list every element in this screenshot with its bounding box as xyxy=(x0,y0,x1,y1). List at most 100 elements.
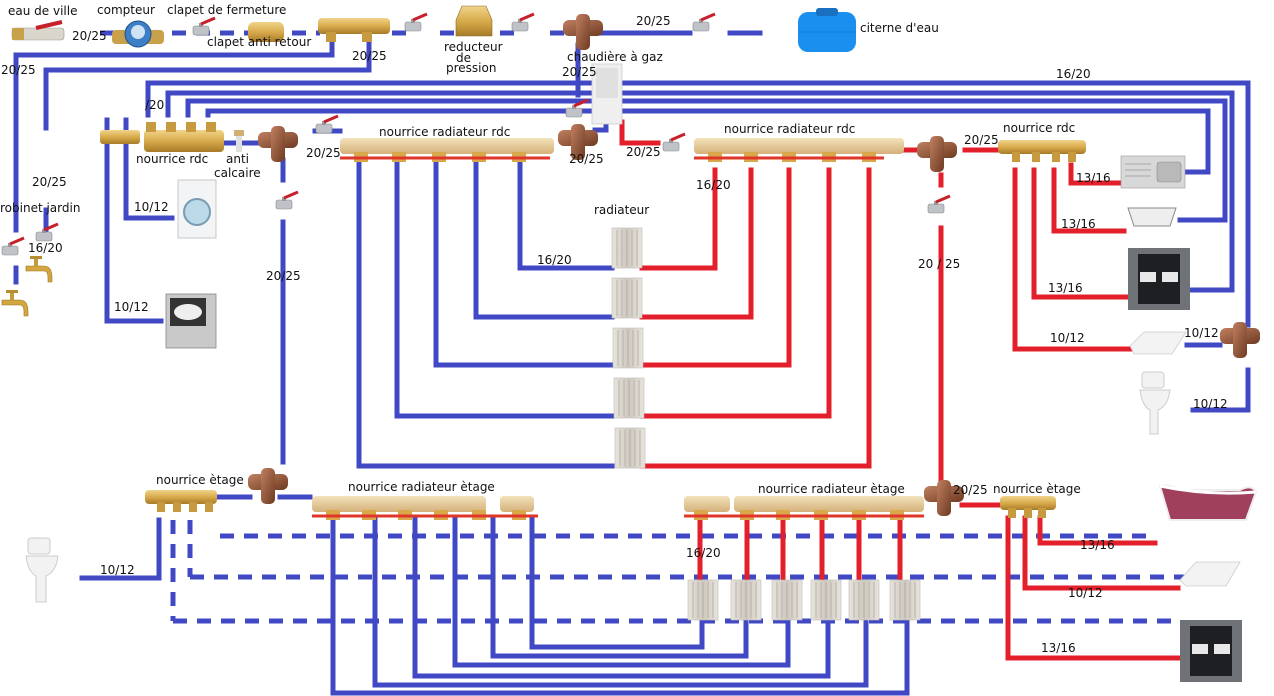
radiator-icon xyxy=(614,427,646,469)
clawfoot-bathtub-icon xyxy=(1158,484,1258,521)
label-anti-calcaire-2: calcaire xyxy=(214,166,261,180)
washbasin-icon xyxy=(1179,561,1241,587)
rad-rdc-hot-4 xyxy=(639,167,832,419)
pipe-size-label: 10/12 xyxy=(1050,331,1085,345)
shower-cabin-icon xyxy=(1128,248,1190,310)
pipe-size-label: 13/16 xyxy=(1080,538,1115,552)
pipe-size-label: 16/20 xyxy=(1056,67,1091,81)
rad-rdc-hot-2 xyxy=(639,167,754,320)
pipe-size-label: 16/20 xyxy=(696,178,731,192)
radiator-icon xyxy=(613,377,645,419)
rad-rdc-return-1 xyxy=(517,157,615,271)
pipe-size-label: 20/25 xyxy=(306,146,341,160)
rad-rdc-hot-5 xyxy=(639,167,872,469)
loop-1 xyxy=(145,80,1251,328)
rad-rdc-return-3 xyxy=(433,157,615,368)
radiator-icon xyxy=(848,579,880,621)
dishwasher-icon xyxy=(165,293,217,349)
component-labels: eau de ville compteur clapet de fermetur… xyxy=(0,3,1081,496)
rad-etage-return-1 xyxy=(529,517,705,650)
label-nourrice-rad-rdc-2: nourrice radiateur rdc xyxy=(724,122,855,136)
loop-3 xyxy=(185,98,1228,223)
pipe-size-label: 20/25 xyxy=(352,49,387,63)
rad-rdc-return-2 xyxy=(473,157,615,320)
rad-rdc-hot-1 xyxy=(639,167,718,271)
radiator-manifold-etage-hot-icon xyxy=(684,496,924,520)
water-meter-icon xyxy=(112,20,164,48)
label-nourrice-etage-left: nourrice ètage xyxy=(156,473,244,487)
douche-hot xyxy=(1031,167,1131,300)
pipe-size-label: 16/20 xyxy=(28,241,63,255)
washing-machine-icon xyxy=(177,179,217,239)
pipe-size-label: 20/25 xyxy=(569,152,604,166)
radiator-icon xyxy=(612,327,644,369)
label-chaudiere: chaudière à gaz xyxy=(567,50,663,64)
pipe-size-label: 20/25 xyxy=(266,269,301,283)
pipe-size-label: 20/25 xyxy=(72,29,107,43)
radiator-icon xyxy=(611,227,643,269)
pipe-size-label: 20/25 xyxy=(626,145,661,159)
tee-fitting-icon xyxy=(917,136,957,172)
etage-manifold-left-icon xyxy=(145,490,217,512)
gas-boiler-icon xyxy=(591,63,623,125)
radiator-icon xyxy=(889,579,921,621)
label-robinet-jardin: robinet jardin xyxy=(0,201,80,215)
radiator-icon xyxy=(810,579,842,621)
label-nourrice-rad-etage-1: nourrice radiateur ètage xyxy=(348,480,495,494)
hot-water-pipes xyxy=(619,119,1183,661)
pipe-size-label: 10/12 xyxy=(100,563,135,577)
pipe-size-label: 20/25 xyxy=(32,175,67,189)
cold-water-pipes xyxy=(13,30,1251,696)
toilet-icon xyxy=(1139,371,1171,435)
radiator-manifold-rdc-hot-icon xyxy=(694,138,904,162)
shower-cabin-icon xyxy=(1180,620,1242,682)
valve-icon xyxy=(926,194,952,215)
radiator-icon xyxy=(730,579,762,621)
washbasin-icon xyxy=(1129,331,1187,355)
rad-rdc-hot-3 xyxy=(639,167,792,368)
collector-distributor-icon xyxy=(318,18,390,42)
pipe-size-label: 10/12 xyxy=(134,200,169,214)
pipe-size-label: 10/12 xyxy=(1068,586,1103,600)
baignoire-hot xyxy=(1051,167,1127,234)
radiator-icon xyxy=(771,579,803,621)
toilet-icon xyxy=(25,537,59,603)
label-compteur: compteur xyxy=(97,3,155,17)
loop-4 xyxy=(205,108,1211,175)
lave-linge-pipe xyxy=(123,117,175,221)
boiler-hot-out xyxy=(619,119,661,146)
pipe-size-label: 20 / 25 xyxy=(918,257,960,271)
label-reducteur-1: reducteur xyxy=(444,40,503,54)
label-nourrice-rdc-right: nourrice rdc xyxy=(1003,121,1075,135)
label-eau-de-ville: eau de ville xyxy=(8,4,77,18)
tee-fitting-icon xyxy=(563,14,603,50)
check-valve-icon xyxy=(248,22,284,42)
wc-etage-pipe xyxy=(79,517,162,581)
pipe-size-label: 10/12 xyxy=(114,300,149,314)
radiator-manifold-etage-cold-icon xyxy=(312,496,538,520)
evier-hot xyxy=(1068,162,1123,186)
garden-tap-icon xyxy=(25,255,53,283)
pipe-size-label: 13/16 xyxy=(1048,281,1083,295)
shutoff-valve-icon xyxy=(191,16,217,37)
rad-etage-return-5 xyxy=(372,517,869,688)
pipe-size-label: 20/25 xyxy=(1,63,36,77)
ville-valve-icon xyxy=(11,20,65,41)
radiator-icon xyxy=(611,277,643,319)
baignoire-etage-hot xyxy=(1037,515,1158,546)
label-clapet-anti-retour: clapet anti retour xyxy=(207,35,311,49)
etage-manifold-right-icon xyxy=(1000,496,1056,518)
rdc-manifold-left-icon xyxy=(100,122,224,152)
water-tank-icon xyxy=(798,8,856,52)
label-reducteur-2: de xyxy=(456,51,471,65)
pipe-size-label: 13/16 xyxy=(1076,171,1111,185)
pipe-size-label: 20/25 xyxy=(964,133,999,147)
rad-rdc-return-4 xyxy=(394,157,615,419)
rad-etage-return-6 xyxy=(330,517,910,696)
pipe-size-label: 13/16 xyxy=(1041,641,1076,655)
pipe-size-label: 16/20 xyxy=(537,253,572,267)
douche-etage-hot xyxy=(1005,515,1183,661)
radiator-icon xyxy=(687,579,719,621)
label-clapet-fermeture: clapet de fermeture xyxy=(167,3,286,17)
valve-icon xyxy=(691,12,717,33)
